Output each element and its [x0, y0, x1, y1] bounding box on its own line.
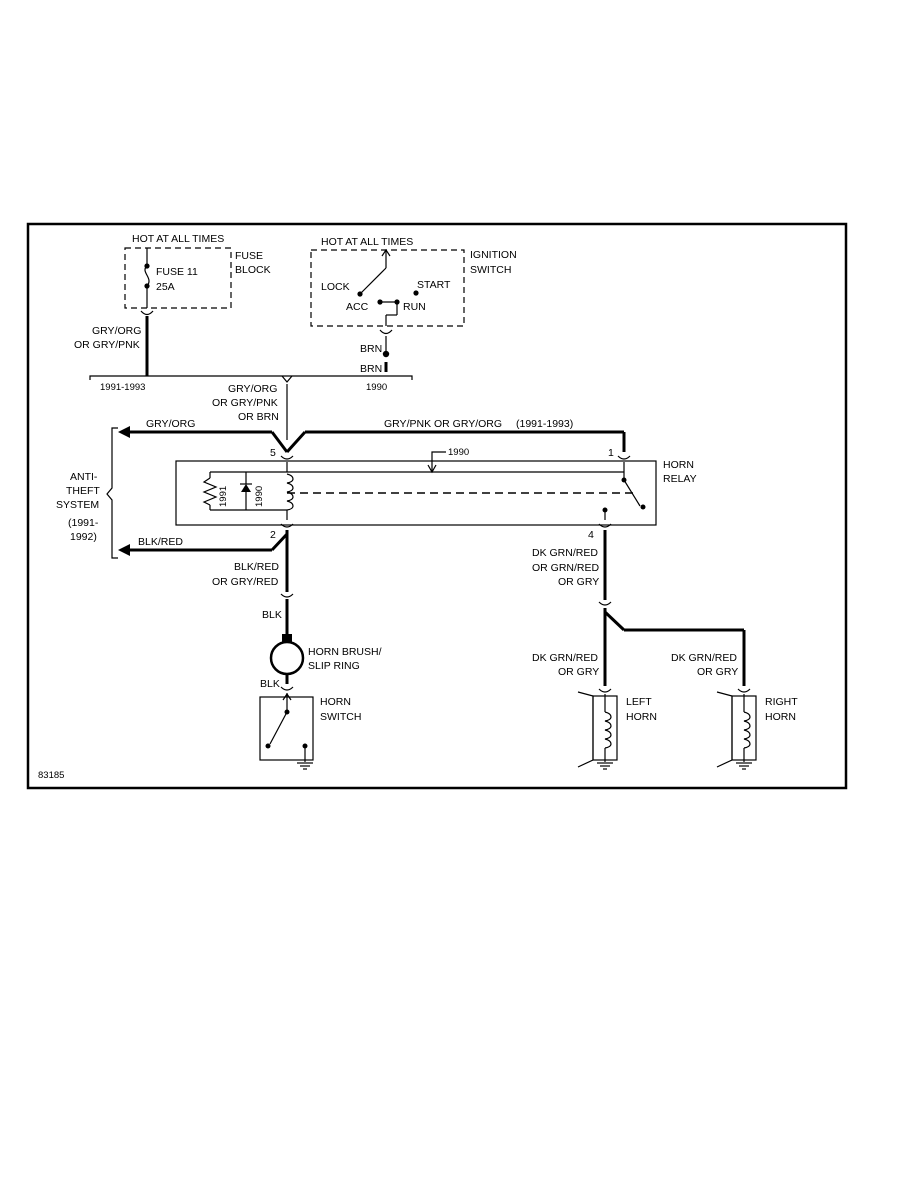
- ign-pos-lock: LOCK: [321, 281, 350, 293]
- relay-1990-label: 1990: [448, 447, 469, 458]
- left-horn-coil-icon: [604, 711, 612, 749]
- top-right-run-years: (1991-1993): [516, 418, 573, 430]
- right-horn-coil-icon: [743, 711, 751, 749]
- ignition-switch-outline: [310, 249, 465, 327]
- relay-title-1: HORN: [663, 459, 694, 471]
- feed-wire-1: GRY/ORG: [228, 383, 277, 395]
- left-horn-label-1: LEFT: [626, 696, 652, 708]
- horn-relay: HORN RELAY 5 1 1990 1991 1990: [175, 447, 697, 541]
- diode-icon: [241, 484, 251, 492]
- brush-to-switch-wire: BLK: [260, 678, 280, 690]
- fuse-element-icon: [144, 265, 150, 287]
- fuse-hot-label: HOT AT ALL TIMES: [132, 233, 224, 245]
- arrow-left-icon: [118, 426, 130, 438]
- ign-arrow-icon: [381, 248, 391, 257]
- ign-hot-label: HOT AT ALL TIMES: [321, 236, 413, 248]
- top-right-run-label: GRY/PNK OR GRY/ORG: [384, 418, 502, 430]
- left-horn: LEFT HORN: [577, 688, 657, 770]
- right-horn-wire-2: OR GRY: [697, 666, 738, 678]
- brush-label-2: SLIP RING: [308, 660, 360, 672]
- relay-title-2: RELAY: [663, 473, 697, 485]
- diode-year: 1990: [254, 486, 265, 507]
- wire-to-antitheft-top-label: GRY/ORG: [146, 418, 195, 430]
- resistor-icon: [202, 477, 218, 506]
- fuse-out-wire-2: OR GRY/PNK: [74, 339, 140, 351]
- fuse-block: HOT AT ALL TIMES FUSE BLOCK FUSE 11 25A: [124, 233, 271, 376]
- horn-relay-box: [175, 460, 657, 526]
- antitheft-2: THEFT: [66, 485, 100, 497]
- fuse-rating: 25A: [156, 281, 175, 293]
- relay-pin1: 1: [608, 447, 614, 459]
- resistor-year: 1991: [218, 486, 229, 507]
- ign-connector-icon: [379, 329, 393, 335]
- relay-pin4: 4: [588, 529, 594, 541]
- bracket-left-years: 1991-1993: [100, 382, 145, 393]
- pin2-out-1: BLK/RED: [234, 561, 279, 573]
- feed-wire-3: OR BRN: [238, 411, 279, 423]
- ign-pos-start: START: [417, 279, 451, 291]
- antitheft-3: SYSTEM: [56, 499, 99, 511]
- horn-switch: HORN SWITCH: [259, 692, 361, 770]
- ign-out-wire-2: BRN: [360, 363, 382, 375]
- pin4-out-3: OR GRY: [558, 576, 599, 588]
- feed-wire-2: OR GRY/PNK: [212, 397, 278, 409]
- year-bracket: [89, 375, 413, 380]
- pin4-out-1: DK GRN/RED: [532, 547, 598, 559]
- ign-title-1: IGNITION: [470, 249, 517, 261]
- ign-switch-blade: [359, 267, 387, 295]
- antitheft-bracket: [106, 427, 118, 559]
- right-horn-label-2: HORN: [765, 711, 796, 723]
- left-horn-wire-2: OR GRY: [558, 666, 599, 678]
- relay-pin5: 5: [270, 447, 276, 459]
- ign-splice: [382, 350, 390, 358]
- fuse-block-title-1: FUSE: [235, 250, 263, 262]
- bracket-right-years: 1990: [366, 382, 387, 393]
- right-horn-label-1: RIGHT: [765, 696, 798, 708]
- brush-label-1: HORN BRUSH/: [308, 646, 382, 658]
- to-brush-wire: BLK: [262, 609, 282, 621]
- left-horn-wire-1: DK GRN/RED: [532, 652, 598, 664]
- figure-id: 83185: [38, 770, 64, 781]
- ignition-switch: HOT AT ALL TIMES IGNITION SWITCH LOCK AC…: [310, 236, 517, 372]
- horn-switch-label-2: SWITCH: [320, 711, 361, 723]
- relay-coil-icon: [286, 473, 294, 511]
- left-horn-label-2: HORN: [626, 711, 657, 723]
- horn-switch-label-1: HORN: [320, 696, 351, 708]
- horn-brush: HORN BRUSH/ SLIP RING: [269, 634, 382, 684]
- right-horn-wire-1: DK GRN/RED: [671, 652, 737, 664]
- pin4-out-2: OR GRN/RED: [532, 562, 600, 574]
- fuse-out-wire-1: GRY/ORG: [92, 325, 141, 337]
- fuse-name: FUSE 11: [156, 266, 198, 278]
- ign-pos-acc: ACC: [346, 301, 369, 313]
- ign-out-wire-1: BRN: [360, 343, 382, 355]
- wire-to-antitheft-bottom-label: BLK/RED: [138, 536, 183, 548]
- right-horn: RIGHT HORN: [716, 688, 798, 770]
- fuse-connector-icon: [140, 310, 154, 316]
- antitheft-1: ANTI-: [70, 471, 98, 483]
- horn-switch-blade: [269, 711, 288, 745]
- ign-pos-run: RUN: [403, 301, 426, 313]
- relay-contact-blade: [623, 479, 641, 507]
- left-horn-bell-icon: [577, 691, 594, 768]
- fuse-block-outline: [124, 247, 232, 309]
- right-horn-bell-icon: [716, 691, 733, 768]
- antitheft-4: (1991-: [68, 517, 99, 529]
- relay-pin2: 2: [270, 529, 276, 541]
- antitheft-5: 1992): [70, 531, 97, 543]
- pin2-out-2: OR GRY/RED: [212, 576, 279, 588]
- diagram-frame: [26, 222, 848, 790]
- fuse-block-title-2: BLOCK: [235, 264, 271, 276]
- ign-title-2: SWITCH: [470, 264, 511, 276]
- slip-ring-icon: [269, 640, 305, 676]
